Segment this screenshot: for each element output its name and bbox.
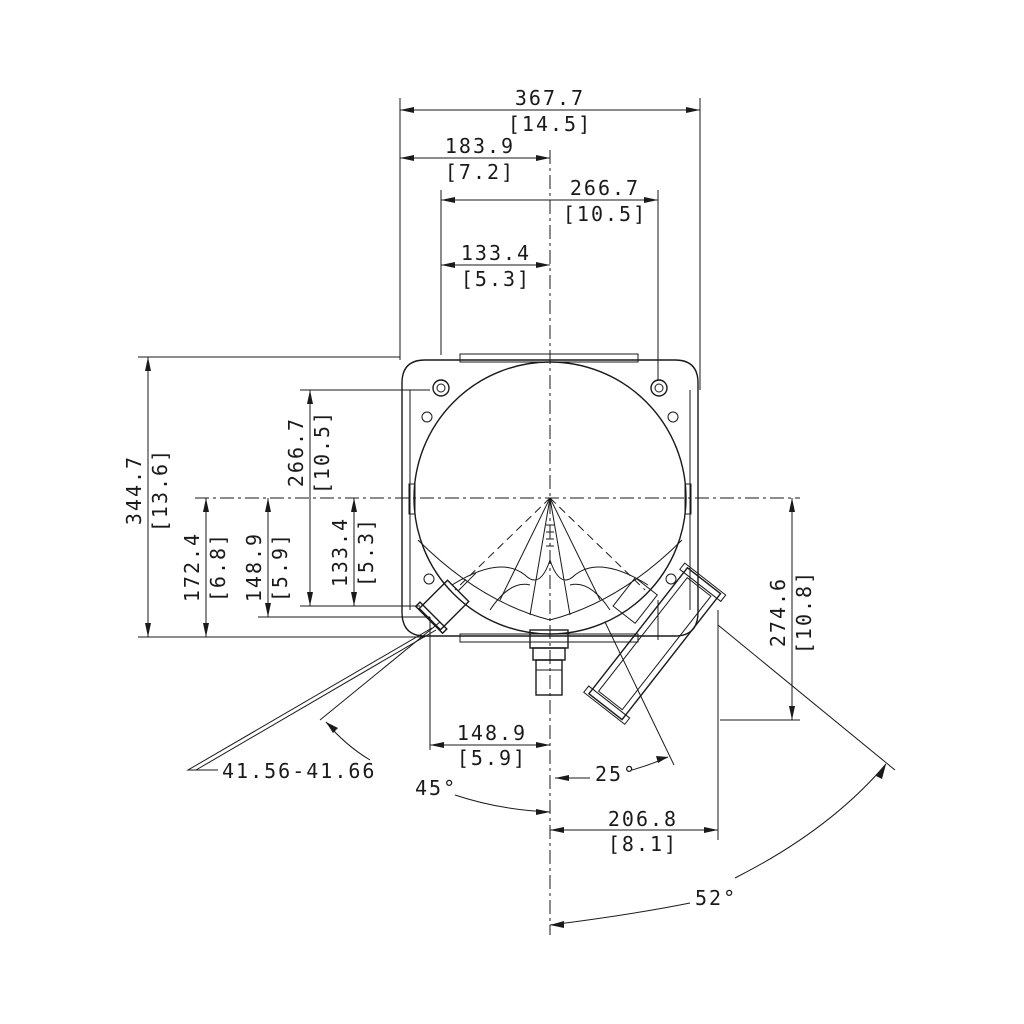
callout-angle-box: 52° bbox=[695, 886, 737, 910]
dim-center-port-y-mm: 148.9 bbox=[242, 532, 266, 602]
dim-box-offset-x-mm: 206.8 bbox=[608, 807, 678, 831]
callout-port-diameter: 41.56-41.66 bbox=[222, 759, 376, 783]
dim-port-offset-x-mm: 148.9 bbox=[457, 721, 527, 745]
dim-half-mount-y-in: [5.3] bbox=[354, 517, 378, 587]
callout-angle-port: 45° bbox=[415, 776, 457, 800]
dim-mount-y-mm: 266.7 bbox=[284, 417, 308, 487]
dim-overall-width-mm: 367.7 bbox=[515, 86, 585, 110]
dim-mount-x-in: [10.5] bbox=[563, 202, 647, 226]
dim-center-box-y-in: [10.8] bbox=[792, 570, 816, 654]
dim-half-width-mm: 183.9 bbox=[445, 134, 515, 158]
terminal-box bbox=[583, 562, 727, 726]
dim-overall-width-in: [14.5] bbox=[508, 112, 592, 136]
dim-half-mount-x-mm: 133.4 bbox=[461, 241, 531, 265]
dimension-lines bbox=[145, 107, 795, 833]
dim-half-mount-y-mm: 133.4 bbox=[328, 517, 352, 587]
dim-center-box-y-mm: 274.6 bbox=[766, 577, 790, 647]
extension-lines bbox=[138, 98, 896, 840]
centerlines bbox=[195, 150, 800, 935]
dim-center-port-y-in: [5.9] bbox=[268, 532, 292, 602]
angle-arcs bbox=[325, 721, 887, 928]
dim-half-mount-x-in: [5.3] bbox=[461, 267, 531, 291]
dim-mount-x-mm: 266.7 bbox=[570, 176, 640, 200]
dim-overall-depth-in: [13.6] bbox=[148, 448, 172, 532]
dim-center-front-in: [6.8] bbox=[206, 532, 230, 602]
dim-port-offset-x-in: [5.9] bbox=[457, 746, 527, 770]
dim-center-front-mm: 172.4 bbox=[180, 532, 204, 602]
dim-box-offset-x-in: [8.1] bbox=[608, 832, 678, 856]
dimension-labels: 367.7 [14.5] 183.9 [7.2] 266.7 [10.5] 13… bbox=[122, 86, 816, 910]
dim-overall-depth-mm: 344.7 bbox=[122, 455, 146, 525]
dim-half-width-in: [7.2] bbox=[445, 160, 515, 184]
dim-mount-y-in: [10.5] bbox=[310, 410, 334, 494]
discharge-fitting bbox=[529, 629, 569, 696]
callout-angle-outlet: 25° bbox=[595, 762, 637, 786]
